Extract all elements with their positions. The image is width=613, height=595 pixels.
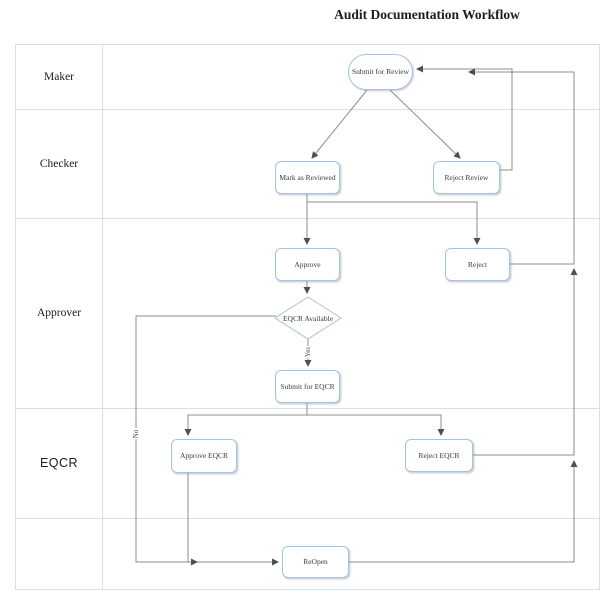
lane-label-checker: Checker	[39, 157, 79, 170]
node-submit-review[interactable]: Submit for Review	[348, 54, 413, 90]
node-eqcr-available-label: EQCR Available	[282, 314, 334, 324]
node-submit-review-label: Submit for Review	[351, 67, 410, 77]
node-reject-label: Reject	[467, 259, 488, 269]
lane-label-eqcr: EQCR	[39, 456, 79, 470]
diagram-title: Audit Documentation Workflow	[334, 7, 520, 22]
node-reject[interactable]: Reject	[445, 248, 510, 281]
edge-reject-eqcr-up-right	[473, 268, 578, 456]
lane-label-column-divider	[102, 45, 103, 589]
edge-submit-eqcr-to-approve-eqcr	[184, 402, 308, 436]
node-mark-as-reviewed[interactable]: Mark as Reviewed	[275, 161, 340, 194]
lane-label-approver: Approver	[36, 307, 82, 319]
edge-submit-eqcr-to-reject-eqcr	[307, 414, 445, 436]
lane-divider-eqcr-bottom	[16, 518, 599, 519]
node-approve-label: Approve	[294, 259, 321, 269]
edge-mark-reviewed-to-reject	[306, 194, 481, 245]
node-submit-for-eqcr[interactable]: Submit for EQCR	[275, 370, 340, 403]
lane-label-maker: Maker	[43, 71, 74, 83]
eqcr-available-diamond-shape	[274, 296, 342, 340]
node-approve-eqcr-label: Approve EQCR	[179, 451, 229, 461]
node-reopen[interactable]: ReOpen	[282, 546, 349, 578]
edge-submit-review-to-reject-review	[389, 89, 461, 159]
node-reject-review[interactable]: Reject Review	[433, 161, 500, 194]
edge-reject-to-submit-review	[468, 68, 575, 265]
node-eqcr-available-decision[interactable]: EQCR Available	[276, 299, 340, 339]
node-reject-eqcr-label: Reject EQCR	[418, 450, 460, 460]
lane-divider-maker-checker	[16, 109, 599, 110]
node-reject-review-label: Reject Review	[444, 172, 489, 182]
node-mark-as-reviewed-label: Mark as Reviewed	[279, 172, 336, 182]
edge-approve-eqcr-to-reopen	[187, 472, 198, 566]
edge-label-yes: Yes	[304, 345, 312, 359]
node-approve-eqcr[interactable]: Approve EQCR	[171, 439, 237, 473]
edge-label-no: No	[132, 428, 140, 440]
node-reject-eqcr[interactable]: Reject EQCR	[405, 439, 473, 472]
node-submit-for-eqcr-label: Submit for EQCR	[280, 381, 335, 391]
edge-reopen-up-right	[349, 460, 578, 563]
node-approve[interactable]: Approve	[275, 248, 340, 281]
node-reopen-label: ReOpen	[303, 557, 328, 567]
edge-reject-review-to-submit-review	[416, 65, 513, 171]
edge-submit-review-to-mark-reviewed	[311, 89, 368, 159]
